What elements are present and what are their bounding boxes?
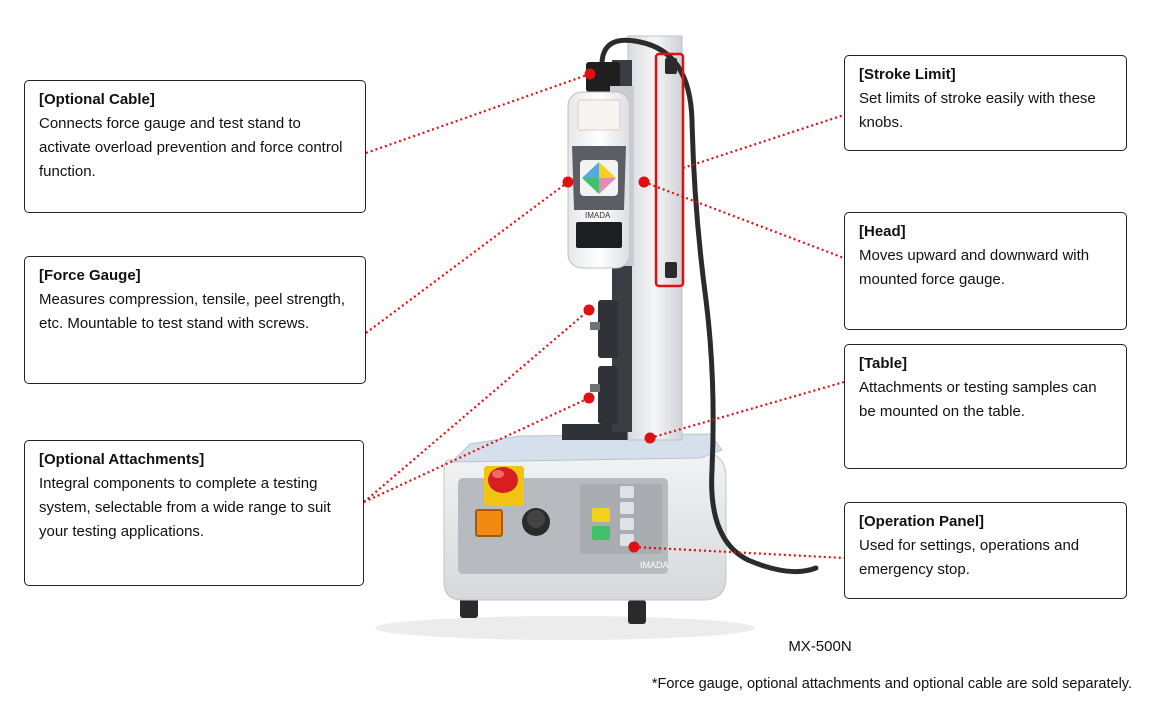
foot-right	[628, 600, 646, 624]
gauge-display	[576, 222, 622, 248]
foot-left	[460, 596, 478, 618]
gauge-key-pink	[599, 178, 616, 194]
footnote: *Force gauge, optional attachments and o…	[651, 676, 1132, 692]
callout-title: [Table]	[859, 355, 908, 372]
attachment-lower	[598, 366, 618, 424]
leader-table	[649, 380, 845, 440]
leader-dots	[562, 68, 656, 553]
callout-title: [Force Gauge]	[39, 267, 141, 284]
arrow-key-3	[620, 518, 634, 530]
callout-optional-cable: [Optional Cable] Connects force gauge an…	[24, 80, 366, 213]
leader-attach-upper	[363, 309, 590, 503]
model-label: MX-500N	[788, 638, 852, 655]
yellow-key	[592, 508, 610, 522]
leader-attach-lower	[363, 397, 590, 503]
dot-head	[638, 176, 650, 188]
dot-panel	[628, 541, 640, 553]
gauge-key-blue	[582, 162, 599, 178]
estop-highlight	[492, 470, 504, 478]
arrow-key-1	[620, 486, 634, 498]
stroke-limit-highlight	[654, 52, 685, 288]
callout-optional-attachments: [Optional Attachments] Integral componen…	[24, 440, 364, 586]
gauge-label	[577, 99, 621, 131]
callout-body: Attachments or testing samples can be mo…	[859, 379, 1097, 420]
callout-force-gauge: [Force Gauge] Measures compression, tens…	[24, 256, 366, 384]
cable-connector	[586, 62, 620, 92]
callout-stroke-limit: [Stroke Limit] Set limits of stroke easi…	[844, 55, 1127, 151]
dot-table	[644, 432, 656, 444]
callout-body: Measures compression, tensile, peel stre…	[39, 291, 345, 332]
callout-table: [Table] Attachments or testing samples c…	[844, 344, 1127, 469]
gauge-key-yellow	[599, 162, 616, 178]
callout-body: Used for settings, operations and emerge…	[859, 537, 1080, 578]
leader-head	[643, 180, 845, 260]
arrow-key-2	[620, 502, 634, 514]
callout-title: [Operation Panel]	[859, 513, 985, 530]
callout-body: Connects force gauge and test stand to a…	[39, 115, 343, 180]
callout-title: [Stroke Limit]	[859, 66, 956, 83]
floor-shadow	[375, 616, 755, 640]
callout-title: [Optional Cable]	[39, 91, 155, 108]
leader-stroke	[682, 113, 845, 170]
leader-panel	[633, 545, 845, 560]
power-switch	[475, 509, 503, 537]
callout-title: [Optional Attachments]	[39, 451, 205, 468]
leader-cable	[365, 72, 591, 155]
emergency-stop-button	[488, 467, 518, 493]
callout-body: Moves upward and downward with mounted f…	[859, 247, 1090, 288]
leader-lines	[363, 72, 845, 560]
callout-operation-panel: [Operation Panel] Used for settings, ope…	[844, 502, 1127, 599]
callout-body: Integral components to complete a testin…	[39, 475, 331, 540]
gauge-brand: IMADA	[585, 211, 611, 220]
optional-cable	[599, 37, 819, 575]
gauge-key-green	[582, 178, 599, 194]
attachment-upper-screw	[590, 322, 600, 330]
panel-brand: IMADA	[640, 560, 669, 570]
leader-gauge	[365, 181, 569, 334]
dot-attach-lower	[583, 392, 595, 404]
dot-cable	[584, 68, 596, 80]
callout-body: Set limits of stroke easily with these k…	[859, 90, 1096, 131]
dot-gauge	[562, 176, 574, 188]
callout-title: [Head]	[859, 223, 906, 240]
speed-knob-cap	[527, 510, 545, 528]
stroke-limit-knob-bottom	[665, 262, 677, 278]
attachment-lower-screw	[590, 384, 600, 392]
green-key	[592, 526, 610, 540]
callout-head: [Head] Moves upward and downward with mo…	[844, 212, 1127, 330]
attachment-upper	[598, 300, 618, 358]
dot-attach-upper	[583, 304, 595, 316]
